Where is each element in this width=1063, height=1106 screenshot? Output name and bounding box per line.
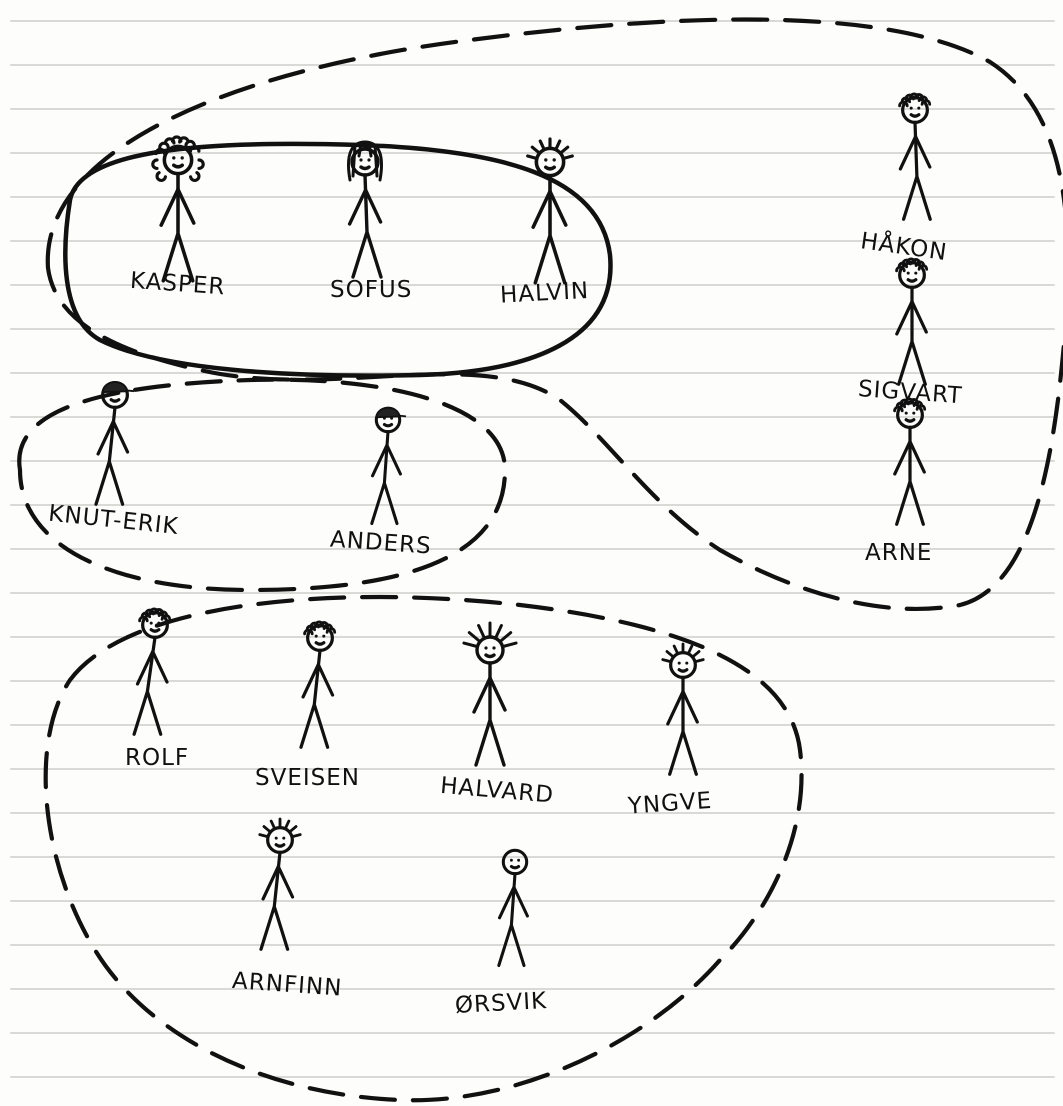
label-orsvik: ØRSVIK (454, 988, 548, 1019)
label-arne: ARNE (865, 540, 932, 566)
label-anders: ANDERS (329, 527, 432, 560)
stick-figure-yngve (663, 644, 703, 774)
stick-figure-sveisen (301, 622, 335, 747)
stick-figure-sofus (348, 142, 381, 277)
lower-group-outline (46, 597, 802, 1100)
body (96, 407, 123, 504)
label-sveisen: SVEISEN (255, 765, 360, 791)
body (261, 852, 288, 949)
spiky-hair (464, 623, 516, 647)
stick-figure-halvard (464, 623, 516, 765)
spiky-hair (528, 139, 573, 159)
figures-layer (96, 94, 930, 966)
stick-figure-halvin (528, 139, 573, 283)
stick-figure-rolf (134, 609, 170, 734)
stick-figure-arnfinn (260, 819, 300, 949)
spiky-hair (260, 819, 300, 837)
middle-group-outline (19, 380, 505, 590)
inner-group-outline (65, 144, 610, 376)
label-halvard: HALVARD (439, 773, 555, 809)
stick-figure-orsvik (499, 850, 528, 965)
stick-figure-anders (372, 408, 406, 524)
body (372, 432, 397, 524)
label-hakon: HÅKON (859, 226, 949, 266)
stick-figure-knut-erik (96, 382, 134, 504)
stick-figure-arne (895, 399, 925, 524)
cap (376, 408, 406, 418)
body (301, 650, 328, 747)
label-knut-erik: KNUT-ERIK (47, 501, 180, 541)
label-sigvart: SIGVART (857, 376, 963, 409)
stick-figure-sigvart (897, 259, 927, 384)
cap (103, 382, 134, 392)
label-kasper: KASPER (129, 268, 226, 301)
stick-figure-hakon (900, 94, 931, 219)
head (503, 850, 526, 873)
stick-figure-kasper (153, 137, 203, 281)
label-rolf: ROLF (125, 745, 189, 771)
label-sofus: SOFUS (330, 277, 412, 303)
body (499, 874, 524, 966)
label-halvin: HALVIN (499, 278, 589, 309)
label-arnfinn: ARNFINN (231, 968, 343, 1002)
body (134, 637, 161, 734)
label-yngve: YNGVE (626, 788, 713, 820)
